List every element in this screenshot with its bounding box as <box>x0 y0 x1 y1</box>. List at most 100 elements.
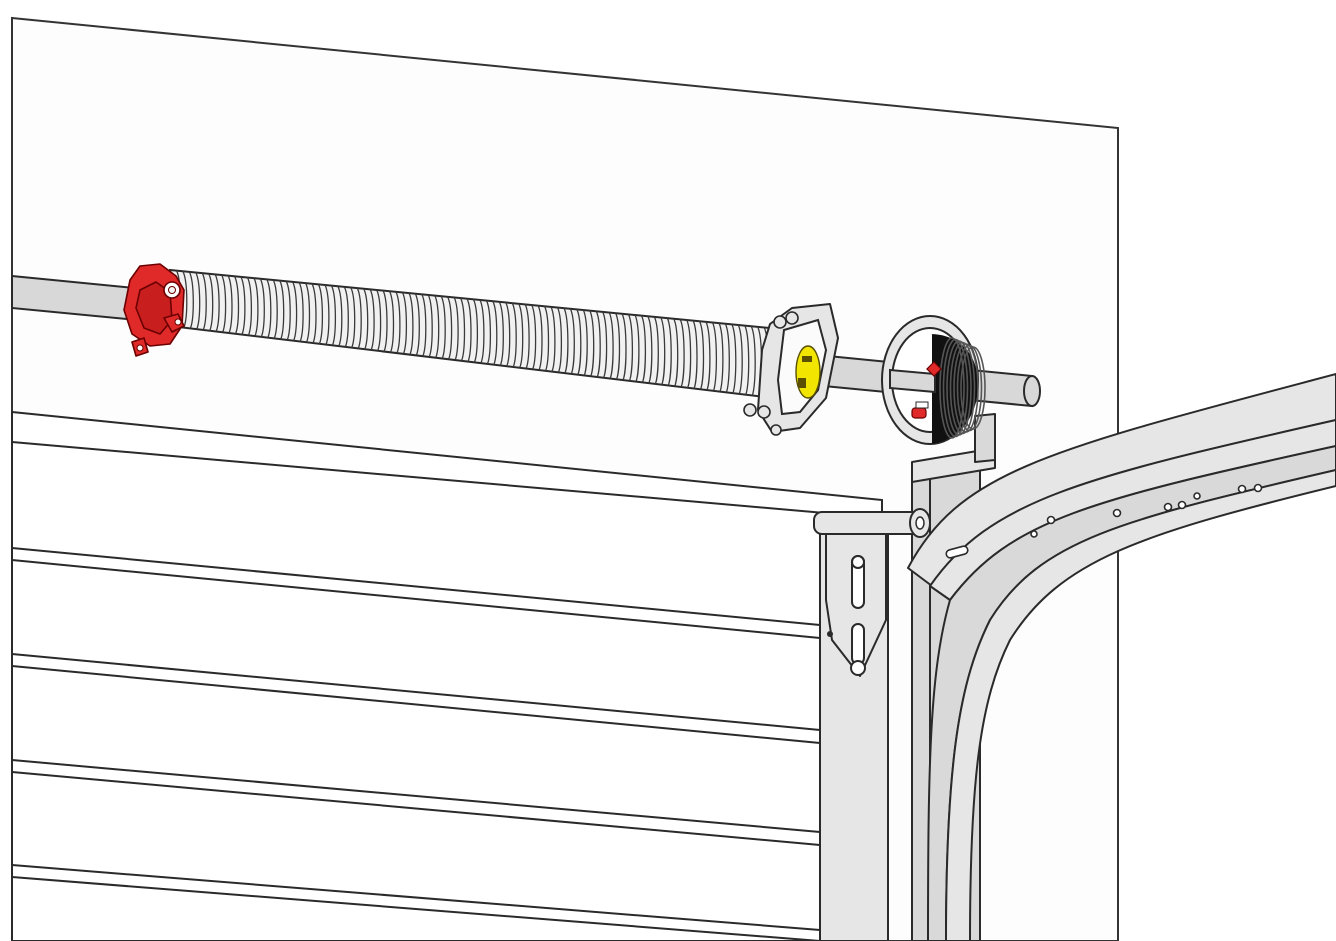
spring-coil <box>711 322 718 392</box>
drum-groove <box>960 346 986 430</box>
end-bearing-plate <box>911 413 996 483</box>
spring-coil <box>253 277 259 337</box>
drum-groove <box>939 337 965 439</box>
spring-coil <box>182 271 188 328</box>
spring-coil <box>266 279 272 338</box>
spring-coil <box>356 287 362 349</box>
spring-coil <box>233 276 240 334</box>
cable-drum-grooves <box>939 337 986 439</box>
spring-coil <box>614 312 621 380</box>
spring-coil <box>673 318 679 387</box>
spring-coil <box>330 285 337 346</box>
spring-coil <box>692 320 698 389</box>
cable-drum-icon <box>881 315 986 445</box>
spring-coil <box>201 272 207 331</box>
spring-coil <box>666 317 672 386</box>
spring-coil <box>653 316 659 385</box>
spring-coil <box>582 309 588 376</box>
spring-coil <box>447 296 453 360</box>
spring-coil <box>550 306 556 372</box>
spring-coil <box>524 304 530 369</box>
spring-coil <box>304 282 311 343</box>
drum-groove <box>942 338 969 438</box>
spring-coil <box>640 315 647 383</box>
spring-coil <box>292 281 298 341</box>
spring-coil <box>737 324 743 395</box>
drum-groove <box>946 340 972 436</box>
spring-coil <box>479 299 485 364</box>
spring-coil <box>511 302 517 368</box>
spring-coil <box>647 316 653 384</box>
spring-coil <box>298 282 304 342</box>
spring-coil <box>369 289 375 351</box>
spring-coil <box>376 289 382 351</box>
spring-coil <box>602 311 608 378</box>
top-roller-bracket <box>813 508 931 677</box>
spring-coil <box>343 286 349 348</box>
spring-coil <box>518 303 524 368</box>
spring-coil <box>531 304 537 370</box>
spring-coil <box>227 275 233 334</box>
spring-coil <box>388 291 395 353</box>
spring-coil <box>660 317 666 385</box>
spring-coil <box>401 292 408 355</box>
spring-coil <box>337 286 343 347</box>
spring-coil <box>317 284 324 344</box>
spring-coil <box>259 278 265 338</box>
spring-coil <box>563 307 569 374</box>
yellow-bearing-icon <box>795 345 821 399</box>
spring-coil <box>718 322 724 392</box>
spring-coil <box>421 294 427 357</box>
spring-coil <box>505 302 511 367</box>
spring-coil <box>395 291 401 354</box>
spring-coil <box>589 310 595 377</box>
drum-groove <box>949 341 976 435</box>
garage-door-panels <box>11 410 883 941</box>
spring-coil <box>556 307 563 373</box>
spring-coil <box>686 319 692 388</box>
spring-coil <box>543 306 550 371</box>
spring-coil <box>272 279 278 339</box>
spring-coil <box>731 324 737 394</box>
spring-coil <box>724 323 730 393</box>
spring-coil <box>627 314 634 381</box>
spring-coil <box>440 296 446 359</box>
spring-coil <box>472 299 479 363</box>
spring-coil <box>408 292 414 355</box>
spring-coil <box>498 301 504 366</box>
spring-coil <box>246 277 253 336</box>
spring-coil <box>427 294 433 358</box>
spring-coil <box>750 326 756 396</box>
spring-coil <box>240 276 246 335</box>
spring-coil <box>576 309 582 375</box>
spring-coil <box>492 301 498 365</box>
drum-groove <box>953 343 979 433</box>
spring-coil <box>466 298 472 362</box>
spring-coil <box>188 271 194 329</box>
spring-coil <box>679 319 685 388</box>
spring-coil <box>382 290 388 352</box>
spring-coil <box>698 321 705 390</box>
spring-coil <box>363 288 369 350</box>
spring-coil <box>279 280 285 340</box>
spring-coil <box>705 321 711 391</box>
spring-coil <box>453 297 459 361</box>
horizontal-track <box>907 373 1336 941</box>
spring-coil <box>221 274 227 333</box>
red-winding-cone-icon <box>123 263 185 357</box>
spring-coil <box>214 274 220 332</box>
spring-coil <box>744 325 750 395</box>
spring-coil <box>195 272 201 330</box>
spring-coil <box>621 313 627 381</box>
center-bearing-bracket <box>743 303 839 436</box>
spring-coil <box>414 293 420 356</box>
spring-coil <box>350 287 356 348</box>
spring-coil <box>595 311 601 378</box>
spring-coil <box>285 281 291 341</box>
spring-coil <box>208 273 214 331</box>
spring-coil <box>485 300 492 365</box>
spring-coil <box>608 312 614 379</box>
spring-coil <box>569 308 575 375</box>
